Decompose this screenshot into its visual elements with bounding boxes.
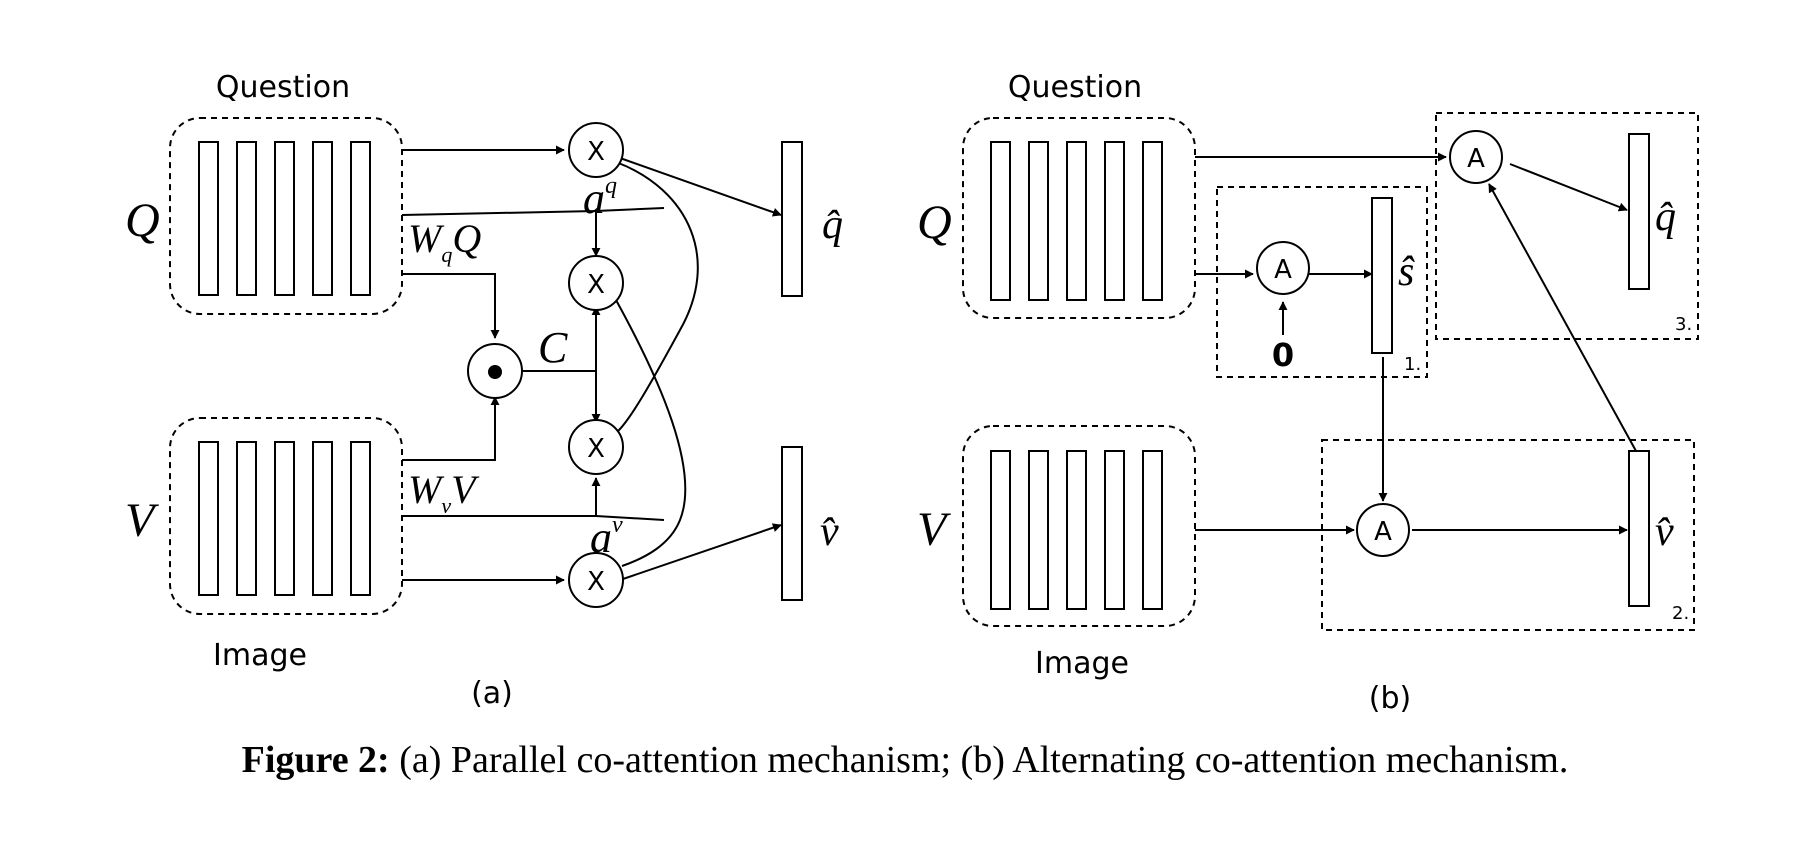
mult-symbol-top: X bbox=[587, 137, 605, 167]
wq-label: WqQ bbox=[408, 216, 481, 267]
question-label-b: Question bbox=[1008, 70, 1142, 105]
step1-box bbox=[1216, 186, 1428, 378]
question-label-a: Question bbox=[216, 70, 350, 105]
step3-box bbox=[1435, 112, 1699, 340]
caption-text: (a) Parallel co-attention mechanism; (b)… bbox=[389, 739, 1569, 781]
mult-symbol-3: X bbox=[587, 434, 605, 464]
q-symbol-b: Q bbox=[917, 196, 952, 249]
image-feature-bars-a bbox=[198, 441, 371, 596]
c-label: C bbox=[538, 323, 568, 372]
question-feature-bars-a bbox=[198, 141, 371, 296]
attention3-to-qhat-arrow bbox=[1509, 163, 1628, 212]
attention-symbol-1: A bbox=[1274, 255, 1292, 285]
attention-symbol-3: A bbox=[1467, 144, 1485, 174]
panel-b: Question Q V Image 1. 2. 3. bbox=[917, 70, 1699, 716]
q-symbol-a: Q bbox=[125, 194, 160, 247]
attention-node-1 bbox=[1256, 241, 1310, 295]
question-feature-bars-b bbox=[990, 141, 1163, 301]
caption-figure-number: Figure 2: bbox=[241, 739, 390, 781]
step2-box bbox=[1321, 439, 1695, 631]
image-feature-bars-b bbox=[990, 450, 1163, 610]
mult-node-bottom bbox=[568, 552, 624, 608]
mult-symbol-bottom: X bbox=[587, 567, 605, 597]
shat-label: ŝ bbox=[1398, 249, 1415, 295]
mult-symbol-2: X bbox=[587, 270, 605, 300]
wv-label: WvV bbox=[408, 467, 480, 518]
hadamard-dot-icon bbox=[488, 365, 502, 379]
aq-line bbox=[401, 207, 665, 216]
vhat-to-attention3-arrow bbox=[1488, 183, 1637, 452]
shat-vector bbox=[1371, 197, 1393, 354]
question-feature-box-b bbox=[962, 117, 1196, 319]
figure-caption: Figure 2: (a) Parallel co-attention mech… bbox=[0, 738, 1810, 782]
panel-a: Question Q V Image bbox=[125, 70, 843, 711]
step2-label: 2. bbox=[1672, 603, 1689, 624]
v-symbol-a: V bbox=[125, 494, 159, 547]
qhat-vector-a bbox=[781, 141, 803, 297]
aq-label: aq bbox=[583, 173, 617, 223]
attention-node-3 bbox=[1449, 130, 1503, 184]
attention-symbol-2: A bbox=[1374, 517, 1392, 547]
v-symbol-b: V bbox=[917, 503, 951, 556]
mult-top-to-qhat-arrow bbox=[619, 157, 782, 217]
panel-label-a: (a) bbox=[471, 676, 513, 711]
image-feature-box-b bbox=[962, 425, 1196, 627]
vhat-label-b: v̂ bbox=[1655, 509, 1674, 555]
crossing-curve-2 bbox=[615, 299, 687, 567]
qhat-vector-b bbox=[1628, 133, 1650, 290]
av-label: av bbox=[590, 512, 623, 562]
image-label-b: Image bbox=[1035, 646, 1129, 681]
mult-node-2 bbox=[568, 255, 624, 311]
qhat-label-a: q̂ bbox=[822, 202, 843, 248]
attention-node-2 bbox=[1356, 503, 1410, 557]
step3-label: 3. bbox=[1675, 314, 1692, 335]
wv-line bbox=[402, 396, 500, 461]
question-feature-box-a bbox=[169, 117, 403, 315]
qhat-label-b: q̂ bbox=[1655, 194, 1676, 240]
image-label-a: Image bbox=[213, 638, 307, 673]
vhat-vector-b bbox=[1628, 450, 1650, 607]
wq-line bbox=[402, 273, 500, 339]
step1-label: 1. bbox=[1404, 354, 1421, 375]
zero-input-label: 0 bbox=[1272, 336, 1294, 374]
vhat-label-a: v̂ bbox=[820, 509, 839, 555]
crossing-curve-1 bbox=[615, 161, 699, 433]
mult-bottom-to-vhat-arrow bbox=[619, 523, 782, 581]
panel-label-b: (b) bbox=[1369, 681, 1411, 716]
vhat-vector-a bbox=[781, 446, 803, 601]
mult-node-top bbox=[568, 122, 624, 178]
image-feature-box-a bbox=[169, 417, 403, 615]
mult-node-3 bbox=[568, 419, 624, 475]
